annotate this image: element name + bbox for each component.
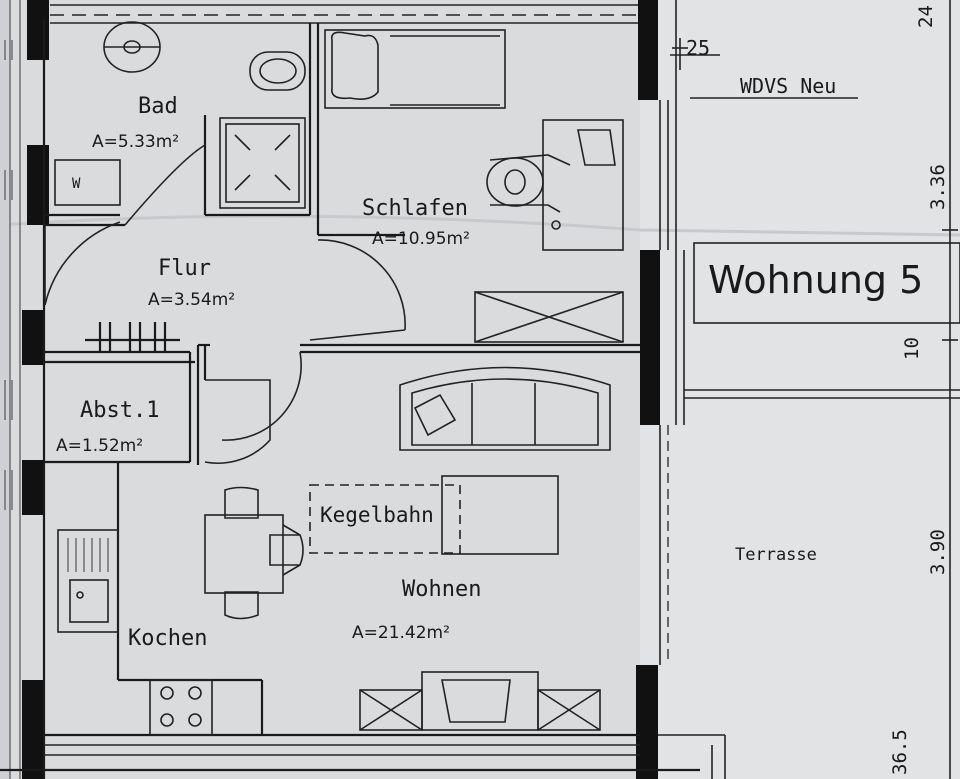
wdvs-label: WDVS Neu [740,74,836,98]
radiator-flur [85,322,180,352]
bottom-wall [0,733,726,779]
room-name-schlafen: Schlafen [362,196,468,221]
kegelbahn-label: Kegelbahn [320,503,434,527]
room-name-terrasse: Terrasse [735,545,817,565]
room-name-abst: Abst.1 [80,398,159,423]
bedroom-furniture [324,29,624,343]
room-area-bad: A=5.33m² [92,132,179,152]
dimension-25: 25 [686,36,710,60]
dimension-3-90: 3.90 [927,529,949,575]
apartment-title: Wohnung 5 [708,258,923,302]
dimension-24: 24 [915,5,937,28]
dimension-36-5: 36.5 [889,729,911,775]
room-name-bad: Bad [138,94,178,119]
room-area-wohnen: A=21.42m² [352,623,450,643]
right-annotations [670,0,960,779]
dimension-3-36: 3.36 [927,164,949,210]
room-area-abst: A=1.52m² [56,436,143,456]
top-wall [50,4,640,24]
dimension-10: 10 [901,337,923,360]
bathroom-fixtures: W [54,21,306,209]
paper-crease [0,214,960,237]
room-area-schlafen: A=10.95m² [372,229,470,249]
door-swings [44,144,406,465]
living-furniture [204,366,611,731]
kitchen-fixtures [57,529,213,736]
room-name-kochen: Kochen [128,626,207,651]
room-name-wohnen: Wohnen [402,577,481,602]
left-exterior-wall [0,0,49,779]
room-name-flur: Flur [158,256,211,281]
interior-walls [44,23,640,735]
washer-label: W [72,176,81,192]
room-area-flur: A=3.54m² [148,290,235,310]
right-exterior-wall [636,0,685,779]
